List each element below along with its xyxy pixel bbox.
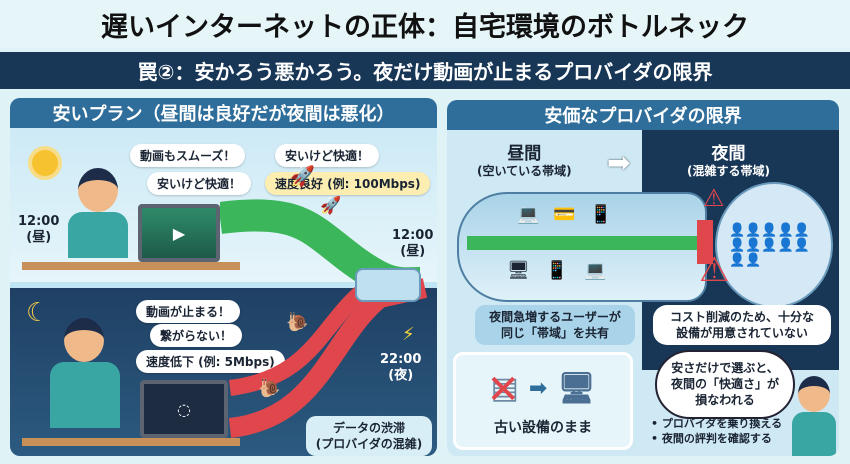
happy-user-illustration [68,168,128,258]
thought-bubble: 安さだけで選ぶと、夜間の「快適さ」が損なわれる [655,350,795,419]
night-scene: ☾ 動画が止まる！ 繋がらない！ 速度低下 (例: 5Mbps) ◌ 🐌 🐌 ⚡… [10,268,437,456]
bottleneck-band [697,220,713,264]
laptop-loading: ◌ [140,380,228,438]
loading-spinner-icon: ◌ [144,384,224,434]
thinking-person-illustration [792,376,836,456]
old-equipment-label: 古い設備のまま [494,420,592,436]
speed-good-badge: 速度良好 (例: 100Mbps) [265,172,431,195]
lightning-icon: ⚡ [402,324,415,345]
data-flow-arrow [467,236,697,250]
page-title: 遅いインターネットの正体：自宅環境のボトルネック [0,0,850,48]
speech-bubble: 動画もスムーズ！ [130,144,246,167]
shared-bandwidth-note: 夜間急増するユーザーが同じ「帯域」を共有 [475,305,635,346]
night-time: 22:00(夜) [380,352,422,383]
provider-limit-header: 安価なプロバイダの限界 [447,100,839,130]
day-time: 12:00(昼) [18,214,60,245]
speech-bubble: 動画が止まる！ [136,300,241,323]
cost-cut-note: コスト削減のため、十分な設備が用意されていない [653,305,831,346]
congestion-label: データの渋滞(プロバイダの混雑) [306,416,432,456]
tips-list: • プロバイダを乗り換える• 夜間の評判を確認する [651,417,783,446]
nighttime-label: 夜間(混雑する帯域) [687,144,770,179]
desk [22,262,240,270]
day-time-right: 12:00(昼) [392,228,434,259]
old-server-crossed-icon: ▤✕ [486,366,521,413]
page-subtitle: 罠②：安かろう悪かろう。夜だけ動画が止まるプロバイダの限界 [0,52,850,89]
moon-icon: ☾ [26,298,50,328]
device-icons: 🖥📱💻 [507,260,623,281]
provider-limit-panel: 安価なプロバイダの限界 昼間(空いている帯域) ➡ 夜間(混雑する帯域) 💻💳📱… [447,100,839,456]
play-icon: ▶ [142,208,216,258]
snail-icon: 🐌 [258,378,281,399]
crowded-users-illustration: 👤👤👤👤👤👤👤👤👤👤👤👤 [715,182,833,308]
speech-bubble: 安いけど快適！ [147,172,252,195]
new-server-icon: 🖥 [557,370,596,406]
slow-red-data-stream [228,278,428,438]
sun-icon [32,150,58,176]
frustrated-user-illustration [50,318,120,428]
desk [22,438,240,446]
cheap-plan-panel: 安いプラン（昼間は良好だが夜間は悪化） 12:00(昼) 動画もスムーズ！ 安い… [10,98,437,456]
old-equipment-box: ▤✕ ➡ 🖥 古い設備のまま [453,352,633,450]
daytime-label: 昼間(空いている帯域) [477,144,572,179]
snail-icon: 🐌 [286,312,309,333]
device-icons: 💻💳📱 [517,204,627,225]
speed-low-badge: 速度低下 (例: 5Mbps) [136,350,285,373]
arrow-right-icon: ➡ [528,376,548,402]
arrow-right-icon: ➡ [607,146,631,179]
speech-bubble: 安いけど快適！ [275,144,380,167]
road-narrows-sign-icon: ⚠ [699,250,730,290]
speech-bubble: 繋がらない！ [150,324,243,347]
warning-icon: ⚠ [703,184,725,212]
pipe-icon [355,268,421,302]
day-scene: 12:00(昼) 動画もスムーズ！ 安いけど快適！ 安いけど快適！ 速度良好 (… [10,128,437,288]
rocket-icon: 🚀 [320,196,342,216]
cheap-plan-header: 安いプラン（昼間は良好だが夜間は悪化） [10,98,437,128]
rocket-icon: 🚀 [290,164,315,188]
laptop-playing-video: ▶ [138,204,220,262]
